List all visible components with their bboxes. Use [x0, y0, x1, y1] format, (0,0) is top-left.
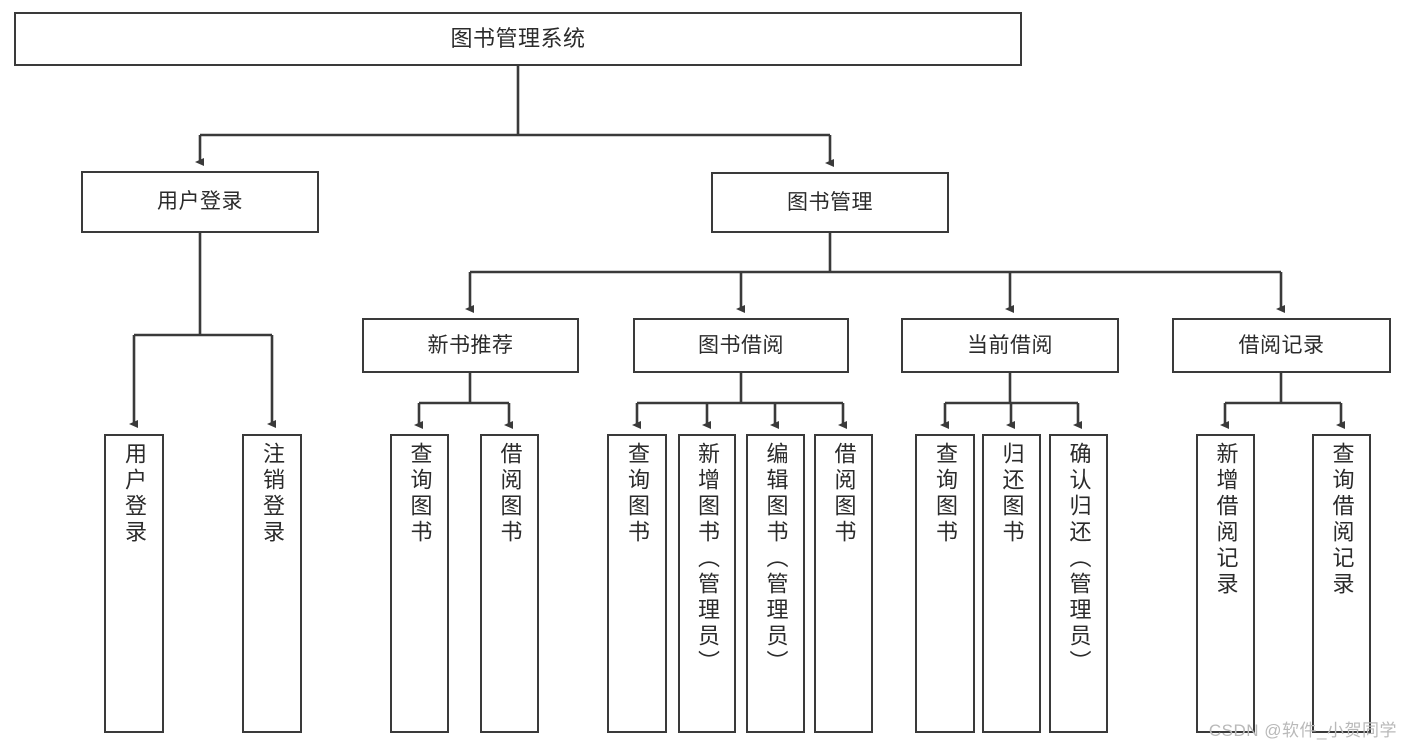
leaf-logout-label: 注销登录 — [260, 442, 285, 546]
node-borrow-records[interactable]: 借阅记录 — [1172, 318, 1391, 373]
node-borrow-records-label: 借阅记录 — [1238, 333, 1325, 357]
leaf-borrow-book[interactable]: 借阅图书 — [814, 434, 873, 733]
leaf-query-book-recommend[interactable]: 查询图书 — [390, 434, 449, 733]
node-current-borrow-label: 当前借阅 — [967, 333, 1053, 357]
leaf-edit-book-admin-label: 编辑图书（管理员） — [763, 442, 789, 676]
node-current-borrow[interactable]: 当前借阅 — [901, 318, 1119, 373]
node-new-book-recommend-label: 新书推荐 — [427, 333, 514, 357]
leaf-borrow-book-recommend[interactable]: 借阅图书 — [480, 434, 539, 733]
leaf-return-book[interactable]: 归还图书 — [982, 434, 1041, 733]
leaf-confirm-return-admin-label: 确认归还（管理员） — [1066, 442, 1092, 676]
leaf-query-book-current-label: 查询图书 — [933, 442, 958, 546]
leaf-query-book-borrow[interactable]: 查询图书 — [607, 434, 667, 733]
node-book-borrow[interactable]: 图书借阅 — [633, 318, 849, 373]
node-root-label: 图书管理系统 — [450, 25, 586, 51]
node-book-management-label: 图书管理 — [787, 190, 873, 214]
leaf-query-borrow-record[interactable]: 查询借阅记录 — [1312, 434, 1371, 733]
leaf-logout[interactable]: 注销登录 — [242, 434, 302, 733]
leaf-borrow-book-label: 借阅图书 — [831, 442, 857, 546]
node-root[interactable]: 图书管理系统 — [14, 12, 1022, 66]
leaf-add-borrow-record[interactable]: 新增借阅记录 — [1196, 434, 1255, 733]
leaf-user-login-label: 用户登录 — [122, 442, 147, 546]
leaf-user-login[interactable]: 用户登录 — [104, 434, 164, 733]
node-user-login[interactable]: 用户登录 — [81, 171, 319, 233]
leaf-add-book-admin[interactable]: 新增图书（管理员） — [678, 434, 736, 733]
node-book-management[interactable]: 图书管理 — [711, 172, 949, 233]
leaf-confirm-return-admin[interactable]: 确认归还（管理员） — [1049, 434, 1108, 733]
leaf-query-book-borrow-label: 查询图书 — [625, 442, 650, 546]
node-new-book-recommend[interactable]: 新书推荐 — [362, 318, 579, 373]
node-user-login-label: 用户登录 — [157, 190, 243, 214]
leaf-edit-book-admin[interactable]: 编辑图书（管理员） — [746, 434, 805, 733]
leaf-query-book-current[interactable]: 查询图书 — [915, 434, 975, 733]
leaf-query-book-recommend-label: 查询图书 — [407, 442, 433, 546]
leaf-add-book-admin-label: 新增图书（管理员） — [695, 442, 720, 676]
leaf-return-book-label: 归还图书 — [999, 442, 1025, 546]
leaf-query-borrow-record-label: 查询借阅记录 — [1329, 442, 1355, 598]
node-book-borrow-label: 图书借阅 — [698, 333, 784, 357]
leaf-add-borrow-record-label: 新增借阅记录 — [1213, 442, 1239, 598]
leaf-borrow-book-recommend-label: 借阅图书 — [497, 442, 523, 546]
watermark: CSDN @软件_小贺同学 — [1208, 721, 1397, 740]
